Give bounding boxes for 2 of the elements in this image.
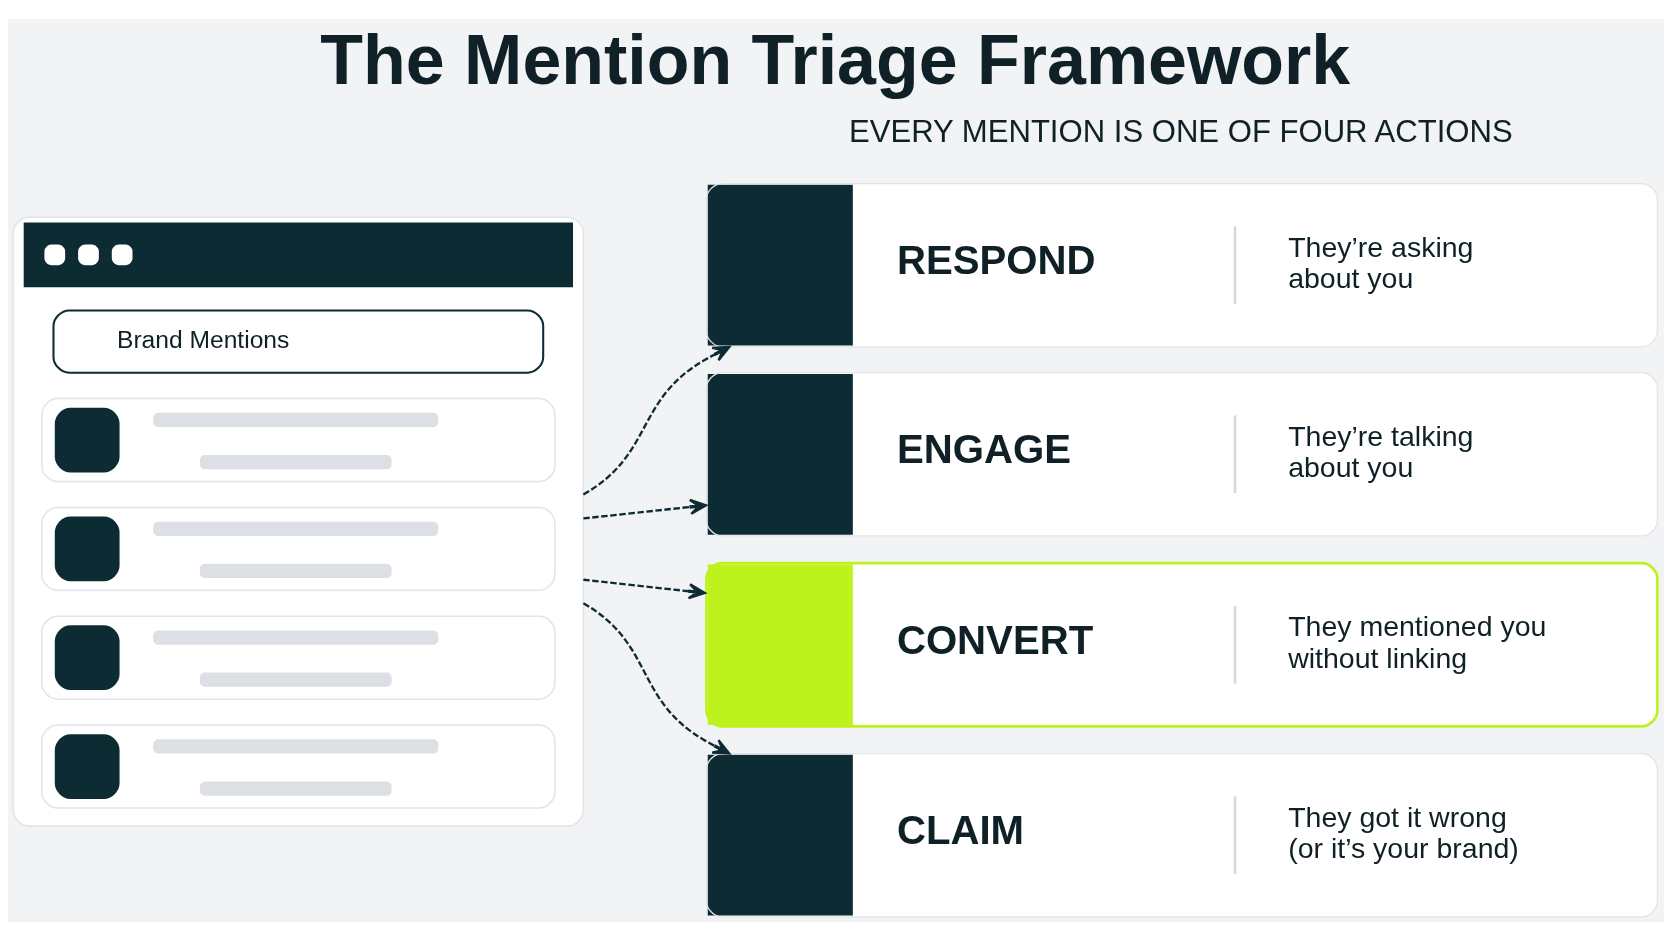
- diagram-title: The Mention Triage Framework: [320, 21, 1351, 100]
- label: EVERY MENTION IS ONE OF FOUR ACTIONS: [848, 114, 1513, 150]
